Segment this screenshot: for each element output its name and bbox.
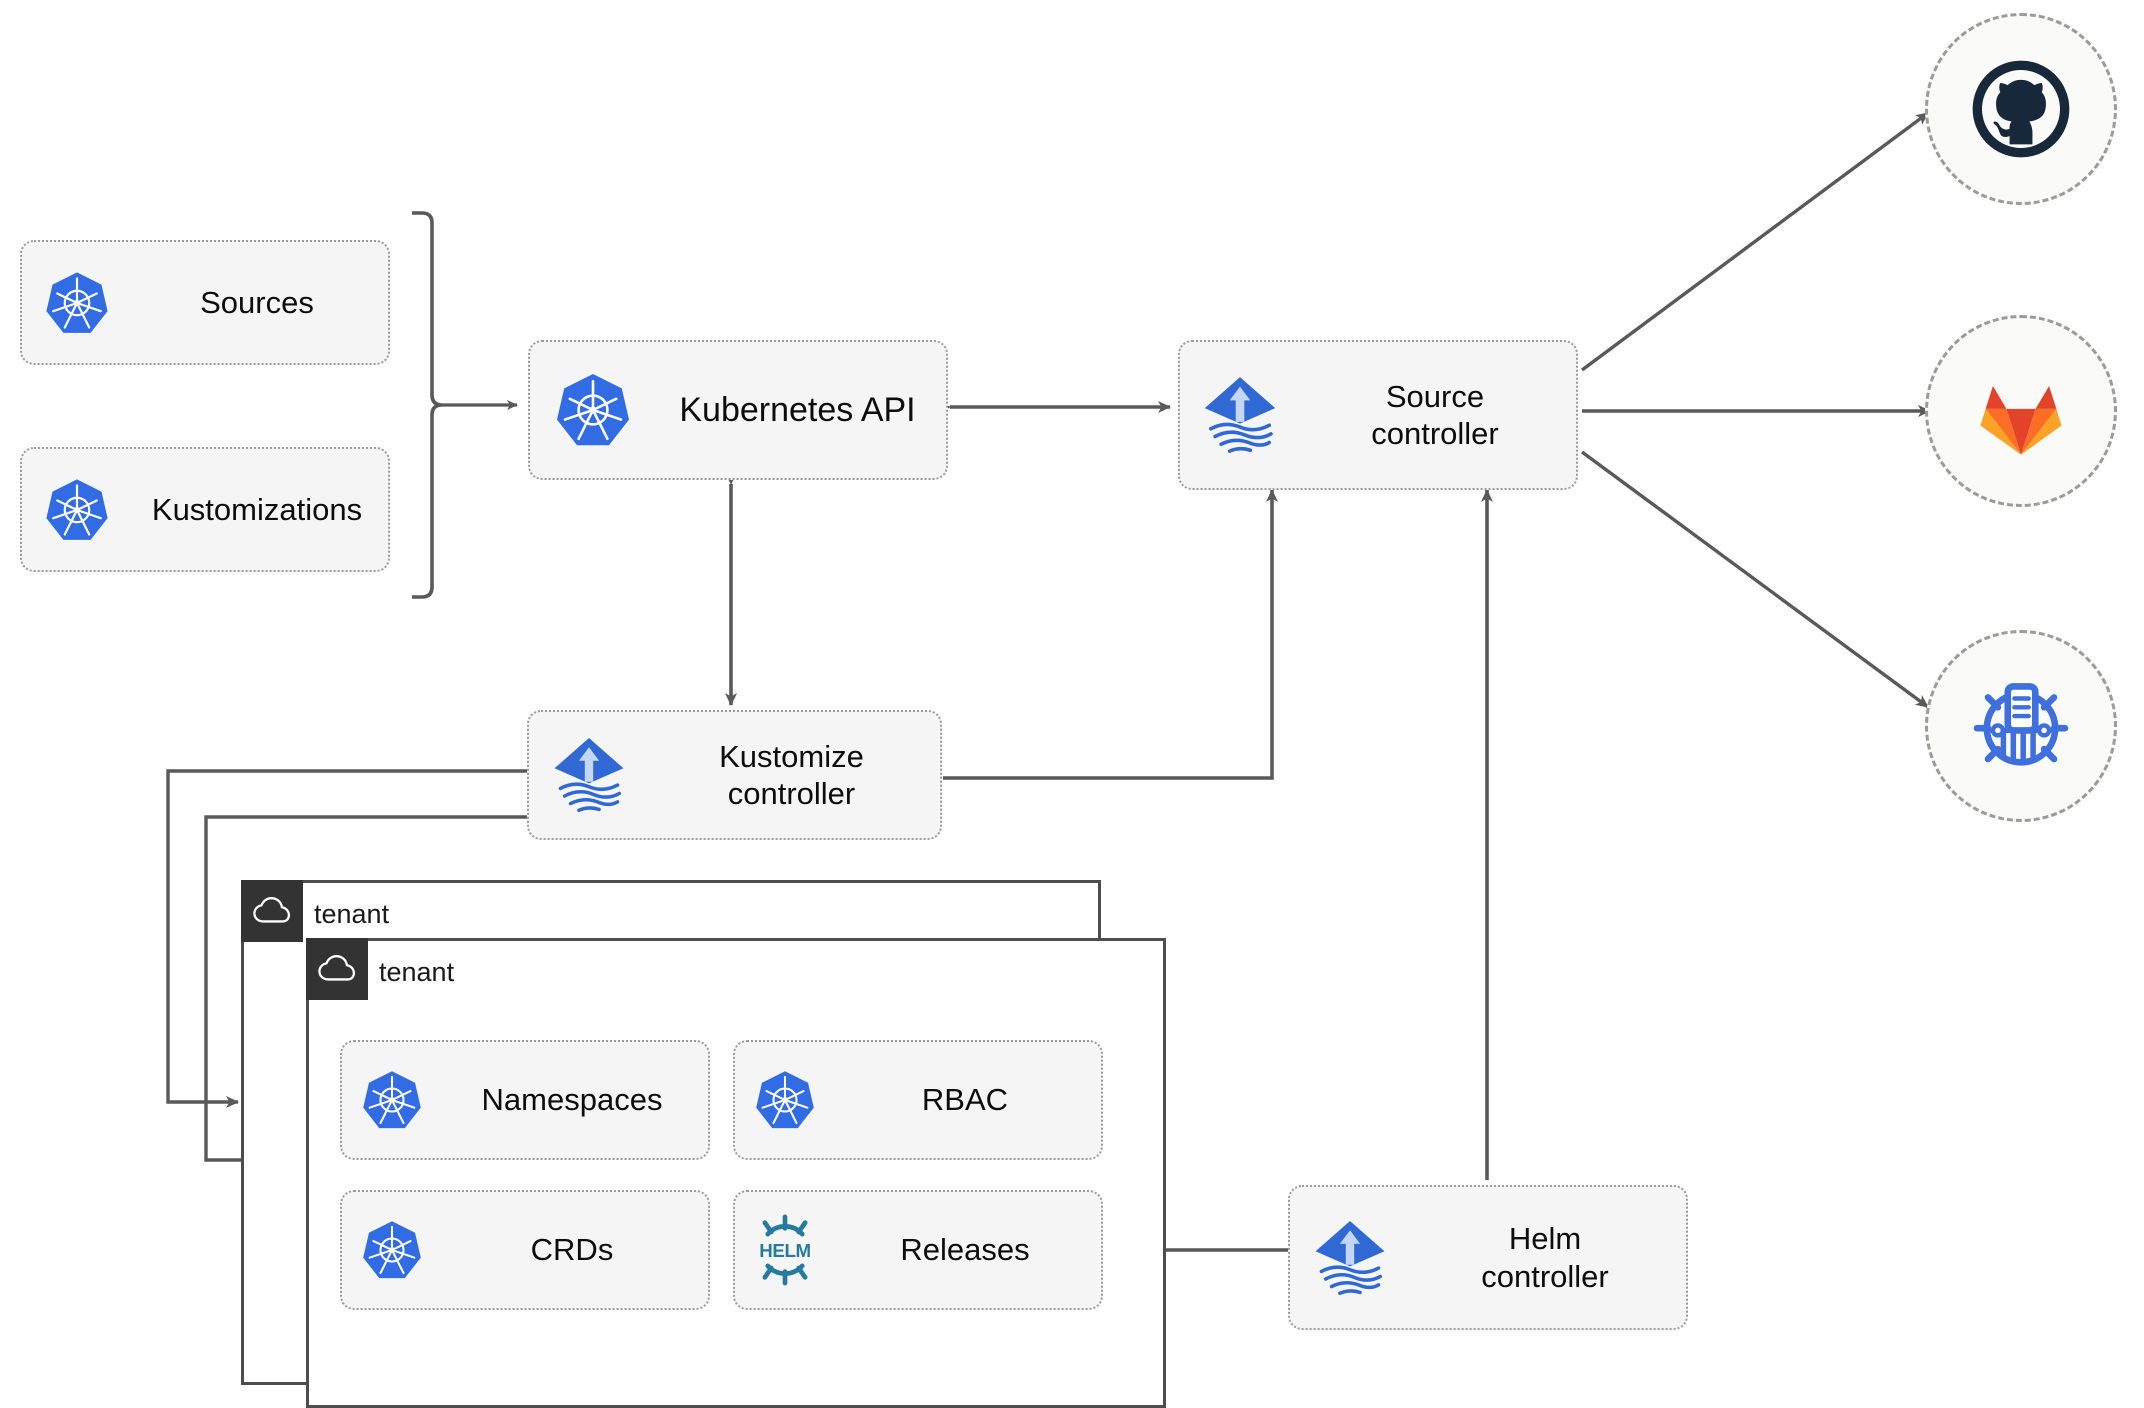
node-kustomize-controller-label: Kustomize controller bbox=[719, 738, 864, 811]
node-releases-label: Releases bbox=[900, 1232, 1030, 1268]
kubernetes-icon bbox=[530, 370, 655, 450]
kubernetes-icon bbox=[342, 1068, 442, 1132]
tenant-front-label: tenant bbox=[379, 956, 455, 987]
github-icon bbox=[1972, 60, 2070, 158]
endpoint-helm-repository[interactable] bbox=[1925, 630, 2117, 822]
node-crds-label: CRDs bbox=[530, 1232, 614, 1268]
flux-icon bbox=[1290, 1216, 1410, 1300]
node-kustomize-controller[interactable]: Kustomize controller bbox=[527, 710, 942, 840]
edge-kustomize-ctrl-source-ctrl bbox=[943, 489, 1278, 780]
node-releases[interactable]: HELM Releases bbox=[733, 1190, 1103, 1310]
node-rbac[interactable]: RBAC bbox=[733, 1040, 1103, 1160]
cloud-icon bbox=[241, 880, 303, 942]
svg-text:HELM: HELM bbox=[759, 1240, 811, 1261]
node-kustomizations-label: Kustomizations bbox=[151, 491, 363, 527]
kubernetes-icon bbox=[342, 1218, 442, 1282]
node-kubernetes-api-label: Kubernetes API bbox=[679, 390, 916, 429]
helm-icon: HELM bbox=[735, 1214, 835, 1286]
node-sources[interactable]: Sources bbox=[20, 240, 390, 365]
kubernetes-icon bbox=[22, 476, 132, 544]
endpoint-github[interactable] bbox=[1925, 13, 2117, 205]
edge-source-ctrl-helm-repo bbox=[1580, 450, 1930, 709]
node-sources-label: Sources bbox=[200, 284, 314, 320]
node-crds[interactable]: CRDs bbox=[340, 1190, 710, 1310]
node-source-controller-label: Source controller bbox=[1371, 378, 1499, 451]
node-helm-controller-label: Helm controller bbox=[1481, 1221, 1609, 1294]
gitlab-icon bbox=[1980, 386, 2062, 455]
node-rbac-label: RBAC bbox=[921, 1082, 1009, 1118]
edge-sources-bracket bbox=[412, 211, 443, 599]
node-kustomizations[interactable]: Kustomizations bbox=[20, 447, 390, 572]
node-namespaces[interactable]: Namespaces bbox=[340, 1040, 710, 1160]
tenant-back-label: tenant bbox=[314, 898, 390, 929]
endpoint-gitlab[interactable] bbox=[1925, 315, 2117, 507]
flux-icon bbox=[1180, 372, 1300, 458]
helm-repository-icon bbox=[1973, 683, 2069, 766]
node-kubernetes-api[interactable]: Kubernetes API bbox=[528, 340, 948, 480]
node-source-controller[interactable]: Source controller bbox=[1178, 340, 1578, 490]
kubernetes-icon bbox=[22, 269, 132, 337]
kubernetes-icon bbox=[735, 1068, 835, 1132]
tenant-container-front[interactable]: tenant bbox=[306, 938, 1166, 1408]
node-namespaces-label: Namespaces bbox=[481, 1082, 663, 1118]
cloud-icon bbox=[306, 938, 368, 1000]
flux-icon bbox=[529, 733, 649, 817]
edge-source-ctrl-github bbox=[1580, 111, 1930, 372]
node-helm-controller[interactable]: Helm controller bbox=[1288, 1185, 1688, 1330]
